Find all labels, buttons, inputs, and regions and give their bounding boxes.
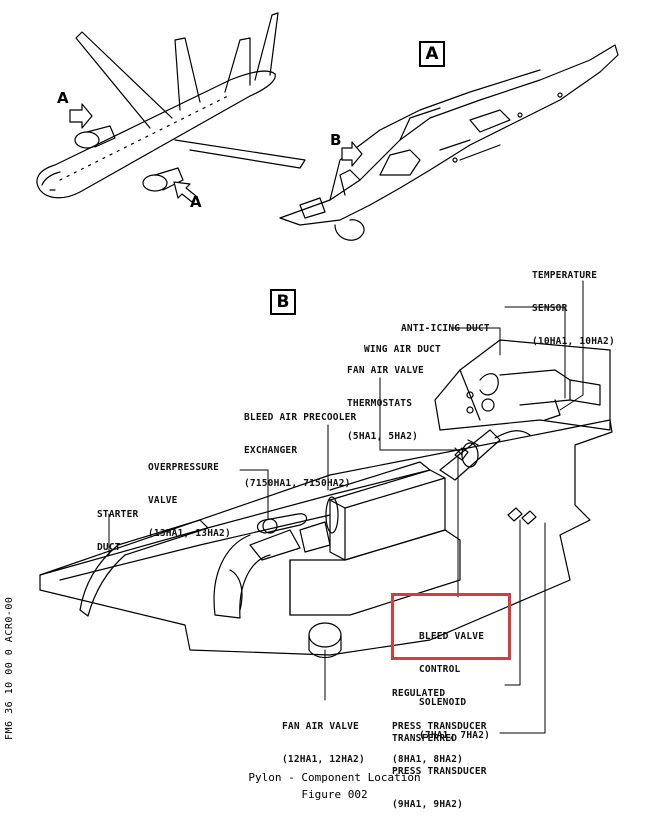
arrow-label-a-lower: A	[190, 193, 202, 211]
label-bleed-valve-control-solenoid: BLEED VALVE CONTROL SOLENOID (7HA1, 7HA2…	[419, 631, 491, 741]
leader-lines	[108, 280, 584, 734]
label-temperature-sensor: TEMPERATURE SENSOR (10HA1, 10HA2)	[532, 270, 615, 347]
arrow-a-upper	[69, 103, 93, 129]
detail-b-drawing	[39, 339, 613, 659]
arrow-label-a-upper: A	[57, 89, 69, 107]
highlight-box	[391, 593, 511, 660]
label-fan-air-valve: FAN AIR VALVE (12HA1, 12HA2)	[282, 721, 365, 765]
pylon-view-a	[279, 44, 619, 241]
view-label-b: B	[270, 289, 296, 315]
side-code: FM6 36 10 00 0 ACR0-00	[4, 596, 15, 740]
label-regulated-press-transducer: REGULATED PRESS TRANSDUCER (8HA1, 8HA2)	[392, 688, 487, 765]
label-starter-duct: STARTER DUCT	[97, 509, 139, 553]
arrow-b	[341, 141, 363, 167]
label-anti-icing-duct: ANTI-ICING DUCT	[401, 323, 490, 334]
aircraft-drawing	[36, 12, 306, 199]
arrow-label-b: B	[330, 131, 342, 149]
label-transferred-press-transducer: TRANSFERRED PRESS TRANSDUCER (9HA1, 9HA2…	[392, 733, 487, 810]
figure-number: Figure 002	[301, 788, 368, 801]
view-label-a: A	[419, 41, 445, 67]
label-wing-air-duct: WING AIR DUCT	[364, 344, 441, 355]
label-bleed-air-precooler: BLEED AIR PRECOOLER EXCHANGER (7150HA1, …	[244, 412, 357, 489]
label-overpressure-valve: OVERPRESSURE VALVE (13HA1, 13HA2)	[148, 462, 231, 539]
figure-title: Pylon - Component Location	[248, 771, 421, 784]
label-fan-air-valve-thermostats: FAN AIR VALVE THERMOSTATS (5HA1, 5HA2)	[347, 365, 424, 442]
arrow-a-lower	[173, 181, 197, 203]
